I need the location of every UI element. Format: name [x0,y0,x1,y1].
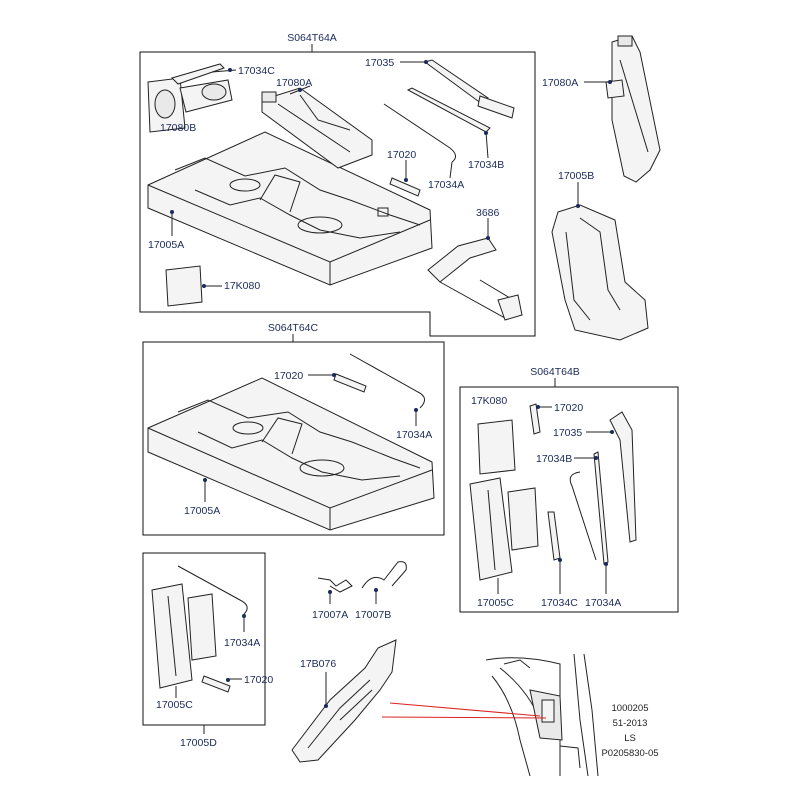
callout-17034b: 17034B [468,159,504,171]
pouch-17005c-bottom [151,583,217,689]
callout-17005c-bottom: 17005C [156,699,193,711]
group-label-top: S064T64A [287,32,337,44]
callout-17035: 17035 [365,57,394,69]
ref-line-4: P0205830-05 [601,748,658,759]
callout-17005d: 17005D [180,737,217,749]
jack-base-17080b [147,77,233,133]
vehicle-location-inset [485,653,599,777]
callout-17007b: 17007B [355,609,391,621]
callout-17005b: 17005B [558,170,594,182]
handle-17020-bottom [201,675,231,693]
pouch-17005c-right [469,477,539,581]
hook-rod-17034a-right [569,471,597,561]
callout-17020: 17020 [387,149,416,161]
callout-17035-right: 17035 [553,427,582,439]
hook-rod-17034a-bottom [177,565,248,615]
hook-rod-17034a-middle [349,353,425,409]
callout-17b076: 17B076 [300,658,336,670]
group-box-top [139,51,536,337]
clip-17007b [361,561,407,589]
callout-17020-right: 17020 [554,402,583,414]
callout-17034c: 17034C [238,65,275,77]
callout-17k080: 17K080 [224,280,260,292]
callout-3686: 3686 [476,207,500,219]
storage-tray-middle [147,377,435,531]
callout-17034a: 17034A [428,179,464,191]
callout-17034b-right: 17034B [536,453,572,465]
callout-17007a: 17007A [312,609,348,621]
group-label-right: S064T64B [530,366,580,378]
foam-17005b [551,204,649,341]
callout-17034a-right: 17034A [585,597,621,609]
bracket-3686 [427,237,523,321]
ref-line-2: 51-2013 [613,718,648,729]
ref-line-1: 1000205 [612,703,649,714]
handle-17020 [389,177,421,197]
rod-17034b-right [593,451,609,565]
clip-17007a [317,577,353,593]
group-box-right [459,386,679,613]
storage-tray-top [147,131,433,286]
ref-line-3: LS [624,733,636,744]
callout-17005a: 17005A [148,239,184,251]
handle-17020-middle [333,373,367,393]
callout-17005c-right: 17005C [477,597,514,609]
callout-17080a: 17080A [276,77,312,89]
jack-17080a-right [605,35,661,183]
group-label-middle: S064T64C [268,322,319,334]
callout-17k080-right: 17K080 [471,395,507,407]
pointer-line-lower [381,716,547,719]
cover-17b076 [291,639,397,763]
callout-17034c-right: 17034C [541,597,578,609]
tool-17034c [171,63,225,85]
rod-17034c-right [547,511,561,561]
pointer-line-upper [389,702,541,717]
rod-17034b [406,87,491,133]
callout-17034a-middle: 17034A [396,429,432,441]
wheel-brace-17035 [423,59,515,119]
handle-17020-right [529,403,541,435]
callout-17020-middle: 17020 [274,370,303,382]
callout-17005a-middle: 17005A [184,505,220,517]
wheel-brace-17035-right [609,411,637,543]
callout-17080a-right: 17080A [542,77,578,89]
callout-17034a-bottom: 17034A [224,637,260,649]
pouch-17k080-right [477,419,516,475]
pouch-17k080 [165,265,203,307]
hook-rod-17034a [383,103,456,163]
callout-17080b: 17080B [160,122,196,134]
callout-17020-bottom: 17020 [244,674,273,686]
